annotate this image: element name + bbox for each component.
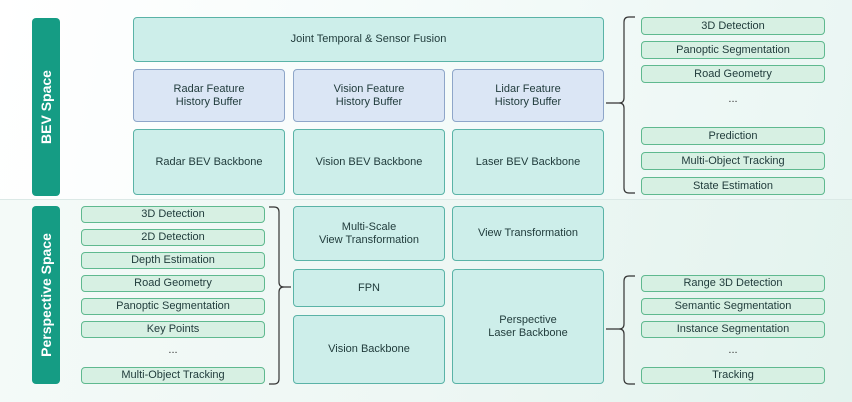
lidar-buffer: Lidar Feature History Buffer: [452, 69, 604, 122]
vision-bev-backbone: Vision BEV Backbone: [293, 129, 445, 195]
radar-bev-backbone: Radar BEV Backbone: [133, 129, 285, 195]
persp-task-3d-detection: 3D Detection: [81, 206, 265, 223]
space-divider: [0, 199, 852, 200]
persp-output-semantic-segmentation: Semantic Segmentation: [641, 298, 825, 315]
fpn-module: FPN: [293, 269, 445, 307]
laser-bev-backbone: Laser BEV Backbone: [452, 129, 604, 195]
persp-task-road-geometry: Road Geometry: [81, 275, 265, 292]
persp-task-key-points: Key Points: [81, 321, 265, 338]
multi-scale-view-transformation: Multi-Scale View Transformation: [293, 206, 445, 261]
persp-output-bracket: [606, 275, 635, 385]
bev-output-prediction: Prediction: [641, 127, 825, 145]
bev-output-ellipsis: ...: [728, 93, 738, 105]
perspective-laser-backbone: Perspective Laser Backbone: [452, 269, 604, 384]
persp-task-bracket: [269, 206, 291, 385]
bev-output-bracket: [606, 16, 635, 194]
persp-task-2d-detection: 2D Detection: [81, 229, 265, 246]
bev-output-panoptic-segmentation: Panoptic Segmentation: [641, 41, 825, 59]
vision-backbone: Vision Backbone: [293, 315, 445, 384]
bev-output-multi-object-tracking: Multi-Object Tracking: [641, 152, 825, 170]
persp-output-instance-segmentation: Instance Segmentation: [641, 321, 825, 338]
persp-task-depth-estimation: Depth Estimation: [81, 252, 265, 269]
bev-space-label: BEV Space: [32, 18, 60, 196]
persp-task-multi-object-tracking: Multi-Object Tracking: [81, 367, 265, 384]
perspective-space-label: Perspective Space: [32, 206, 60, 384]
persp-task-panoptic-segmentation: Panoptic Segmentation: [81, 298, 265, 315]
fusion-module: Joint Temporal & Sensor Fusion: [133, 17, 604, 62]
radar-buffer: Radar Feature History Buffer: [133, 69, 285, 122]
bev-output-state-estimation: State Estimation: [641, 177, 825, 195]
vision-buffer: Vision Feature History Buffer: [293, 69, 445, 122]
persp-output-range-3d-detection: Range 3D Detection: [641, 275, 825, 292]
persp-output-tracking: Tracking: [641, 367, 825, 384]
persp-task-ellipsis: ...: [168, 344, 178, 356]
persp-output-ellipsis: ...: [728, 344, 738, 356]
bev-output-3d-detection: 3D Detection: [641, 17, 825, 35]
view-transformation: View Transformation: [452, 206, 604, 261]
bev-output-road-geometry: Road Geometry: [641, 65, 825, 83]
